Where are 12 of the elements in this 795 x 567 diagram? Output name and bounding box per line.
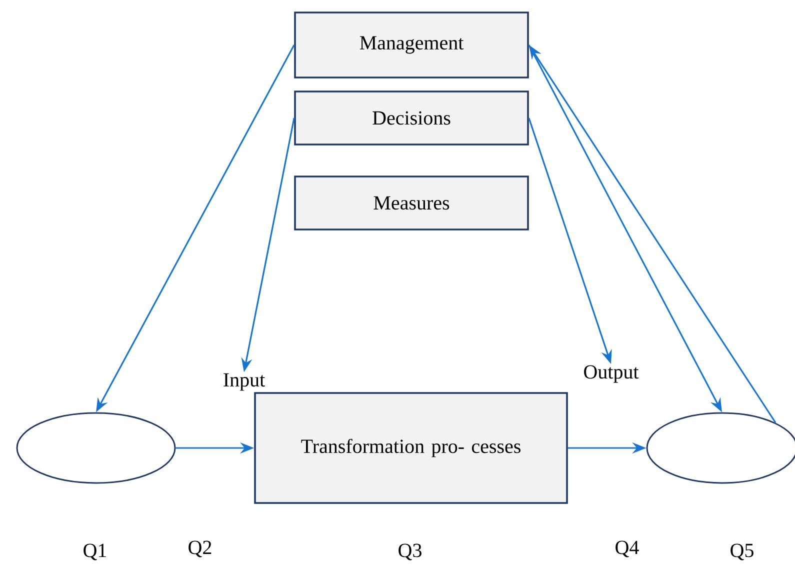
text-label: Output <box>584 365 639 383</box>
stage-label: Q5 <box>730 544 754 560</box>
process-box: Decisions <box>294 90 529 146</box>
process-box: Management <box>294 12 529 78</box>
stage-label: Q4 <box>616 540 639 558</box>
text-label: Input <box>224 373 265 391</box>
stage-label: Q2 <box>188 540 212 558</box>
ellipse <box>16 412 176 484</box>
stage-label: Q3 <box>398 544 422 560</box>
process-box: Transformation pro- cesses <box>254 392 568 504</box>
stage-label: Q1 <box>84 544 106 560</box>
process-box: Measures <box>294 176 529 230</box>
